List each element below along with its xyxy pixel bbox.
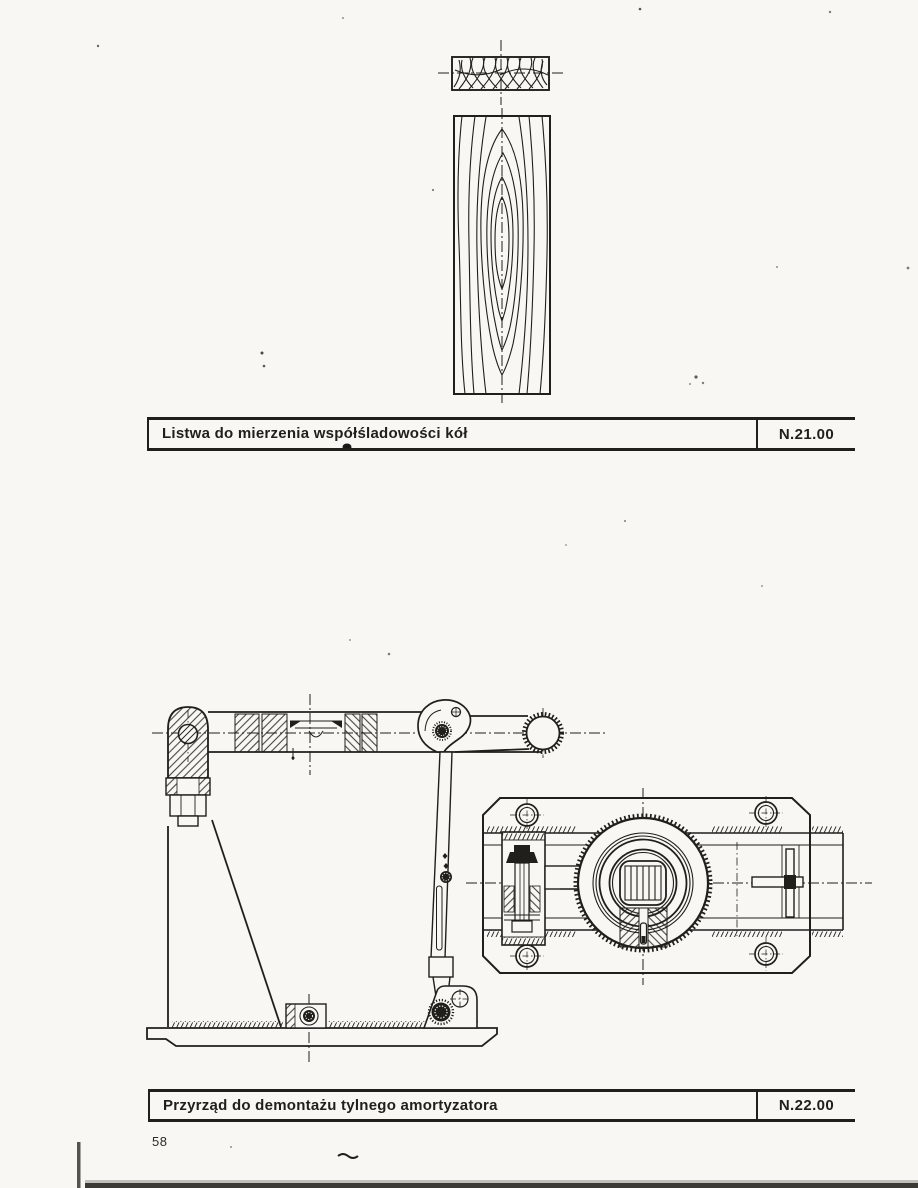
plate-outline	[482, 797, 811, 974]
figure1-title: Listwa do mierzenia współśladowości kół	[162, 425, 468, 442]
base-bracket	[422, 985, 478, 1029]
handle-knob	[454, 712, 564, 754]
cross-pin	[751, 848, 804, 918]
support-stand	[167, 819, 282, 1028]
clamp-arm	[208, 711, 541, 760]
corner-holes	[510, 796, 783, 973]
clamp-bracket	[501, 831, 584, 946]
plan-view	[466, 788, 872, 985]
page-number: 58	[152, 1134, 168, 1149]
figure2-title-bar: Przyrząd do demontażu tylnego amortyzato…	[148, 1089, 855, 1122]
cam-lever	[417, 699, 472, 753]
scan-artifacts	[77, 7, 918, 1188]
side-view	[146, 694, 608, 1063]
bearing-assembly	[573, 813, 713, 953]
figure2-code: N.22.00	[756, 1092, 855, 1119]
wood-bar-front-view	[453, 108, 551, 403]
figure2-title: Przyrząd do demontażu tylnego amortyzato…	[163, 1096, 498, 1114]
figure2-drawing	[146, 694, 872, 1063]
base-block	[285, 1003, 327, 1029]
figure1-code: N.21.00	[756, 420, 855, 448]
pivot-bracket	[165, 706, 211, 827]
link-rod	[428, 751, 454, 1004]
figure1-drawing	[438, 40, 565, 403]
wood-bar-section-view	[438, 40, 565, 105]
figure1-title-bar: Listwa do mierzenia współśladowości kół …	[147, 417, 855, 451]
